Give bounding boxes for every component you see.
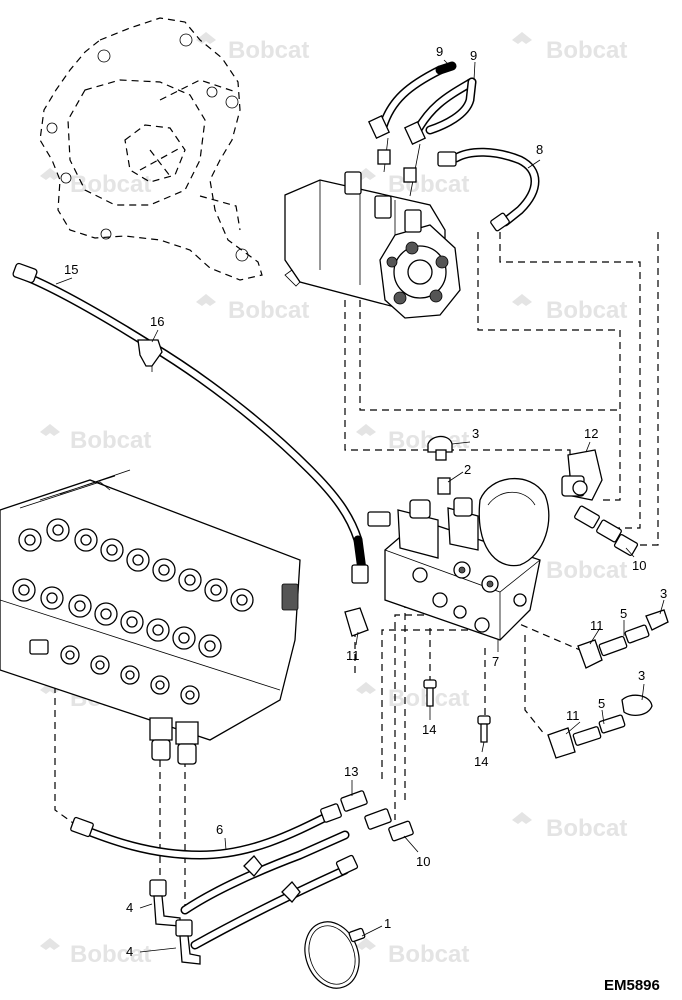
callout-9: 9	[436, 44, 443, 59]
watermark-text: Bobcat	[546, 297, 627, 324]
hose-15-assembly	[12, 262, 369, 637]
fitting-10-lower	[364, 808, 414, 842]
gear-pump	[284, 171, 461, 319]
valve-spool-row	[12, 578, 222, 658]
hose-8-assembly	[437, 147, 540, 232]
routing-dashed-lines	[54, 232, 659, 915]
watermark-text: Bobcat	[546, 557, 627, 584]
watermark-logo: Bobcat	[40, 424, 151, 454]
watermark-text: Bobcat	[70, 171, 151, 198]
control-valve	[0, 469, 301, 765]
callout-3: 3	[472, 426, 479, 441]
fitting-assembly-lower-right	[547, 694, 653, 759]
watermark-logo: Bobcat	[356, 682, 469, 712]
callout-11: 11	[566, 708, 580, 723]
callout-11: 11	[346, 648, 360, 663]
callout-5: 4	[126, 900, 133, 915]
callout-9: 9	[470, 48, 477, 63]
callout-3: 3	[638, 668, 645, 683]
callout-8: 8	[536, 142, 543, 157]
callout-14: 14	[422, 722, 436, 737]
callout-14: 14	[474, 754, 488, 769]
elbow-5-upper	[149, 879, 181, 927]
hose-9-assembly	[367, 61, 477, 197]
elbow-5-lower	[175, 919, 201, 965]
callout-4: 5	[620, 606, 627, 621]
callout-13: 13	[344, 764, 358, 779]
watermark-text: Bobcat	[546, 37, 627, 64]
drawing-code: EM5896	[604, 977, 660, 994]
callout-1: 1	[384, 916, 391, 931]
strap-1	[304, 921, 366, 989]
callout-5: 4	[126, 944, 133, 959]
callout-16: 16	[150, 314, 164, 329]
callout-11: 11	[590, 618, 604, 633]
watermark-text: Bobcat	[388, 941, 469, 968]
callout-10: 10	[416, 854, 430, 869]
callout-3: 3	[660, 586, 667, 601]
bolt-14-left	[423, 679, 437, 707]
callout-7: 7	[492, 654, 499, 669]
fitting-13	[340, 790, 368, 812]
watermark-logo: Bobcat	[356, 938, 469, 968]
manifold-block	[367, 435, 550, 641]
bolt-14-right	[477, 715, 491, 743]
watermark-logo: Bobcat	[512, 812, 627, 842]
valve-spool-row	[18, 518, 254, 612]
callout-2: 2	[464, 462, 471, 477]
callout-4: 5	[598, 696, 605, 711]
watermark-logo: Bobcat	[40, 168, 151, 198]
watermark-logo: Bobcat	[196, 32, 309, 64]
callout-12: 12	[584, 426, 598, 441]
hose-6-assembly	[70, 803, 359, 950]
watermark-text: Bobcat	[228, 37, 309, 64]
fitting-10-upper	[574, 505, 639, 556]
watermark-text: Bobcat	[228, 297, 309, 324]
watermark-text: Bobcat	[388, 171, 469, 198]
callout-10: 10	[632, 558, 646, 573]
phantom-housing	[39, 17, 263, 281]
watermark-logo: Bobcat	[512, 294, 627, 324]
callout-6: 6	[216, 822, 223, 837]
callout-labels: 9 9 8 15 16 3 2 12 10 11 7 11 5 3 3 11 5…	[64, 44, 667, 959]
watermark-text: Bobcat	[546, 815, 627, 842]
watermark-text: Bobcat	[70, 427, 151, 454]
callout-15: 15	[64, 262, 78, 277]
watermark-text: Bobcat	[70, 941, 151, 968]
leader-lines	[55, 59, 665, 953]
watermark-logo: Bobcat	[512, 32, 627, 64]
watermark-logo: Bobcat	[196, 294, 309, 324]
fitting-assembly-upper-right	[577, 609, 669, 669]
watermark-logo: Bobcat	[40, 938, 151, 968]
valve-spool-row	[60, 645, 200, 705]
fitting-12	[561, 449, 603, 501]
